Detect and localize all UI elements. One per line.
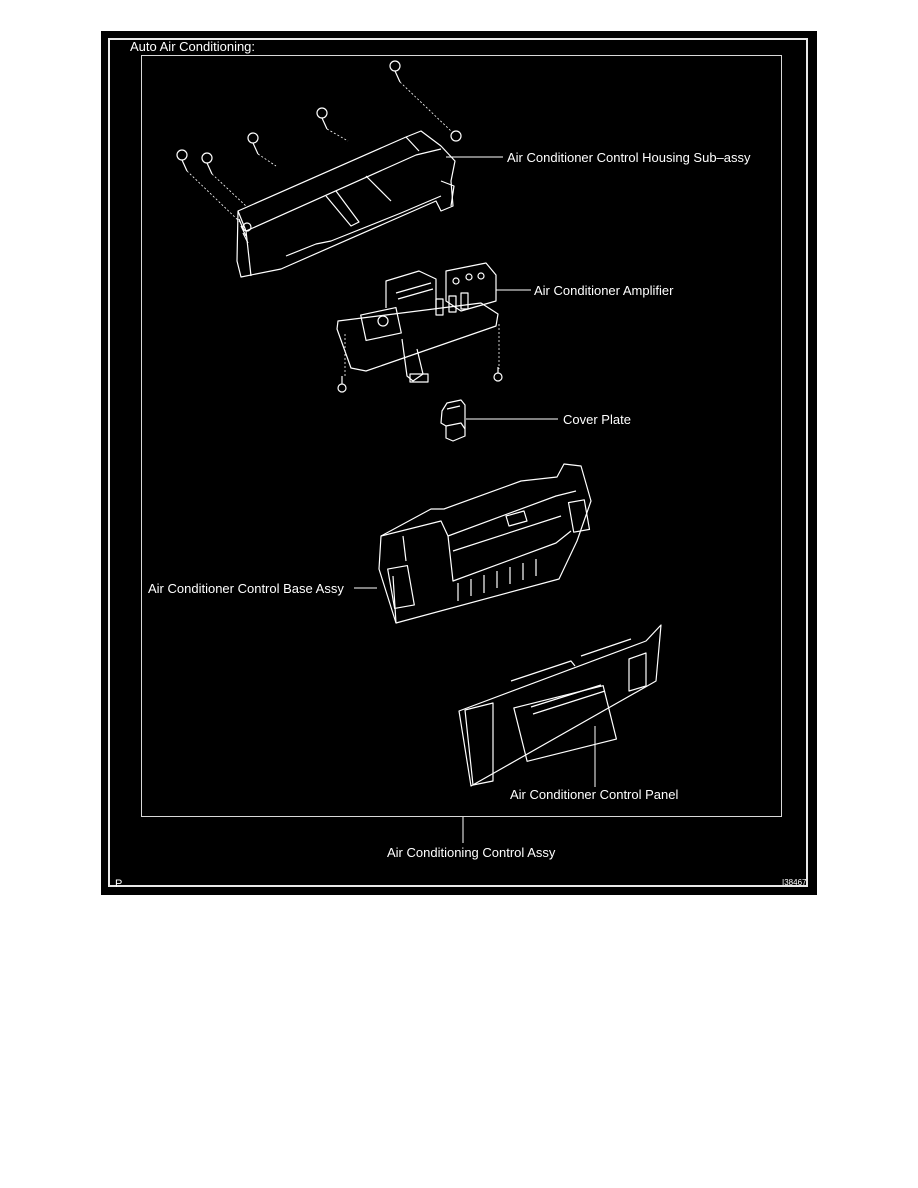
content-frame [141,55,782,817]
callout-cover-plate: Cover Plate [563,412,631,427]
callout-housing: Air Conditioner Control Housing Sub–assy [507,150,751,165]
control-panel-drawing [458,624,662,787]
outer-border [108,38,808,887]
callout-amplifier: Air Conditioner Amplifier [534,283,674,298]
cover-plate-drawing [440,399,466,442]
corner-mark: P [115,878,123,890]
screw-icon [176,60,401,175]
housing-drawing [176,60,462,278]
exploded-view-drawing [176,60,662,843]
callout-control-base: Air Conditioner Control Base Assy [148,581,344,596]
figure-id: I38467 [782,878,807,887]
control-base-drawing [378,463,592,624]
callout-control-panel: Air Conditioner Control Panel [510,787,679,802]
amplifier-drawing [336,262,503,393]
screw-icon [337,367,503,393]
assembly-label: Air Conditioning Control Assy [387,845,556,860]
diagram-title: Auto Air Conditioning: [130,39,256,54]
diagram-panel: Auto Air Conditioning: [101,31,817,895]
